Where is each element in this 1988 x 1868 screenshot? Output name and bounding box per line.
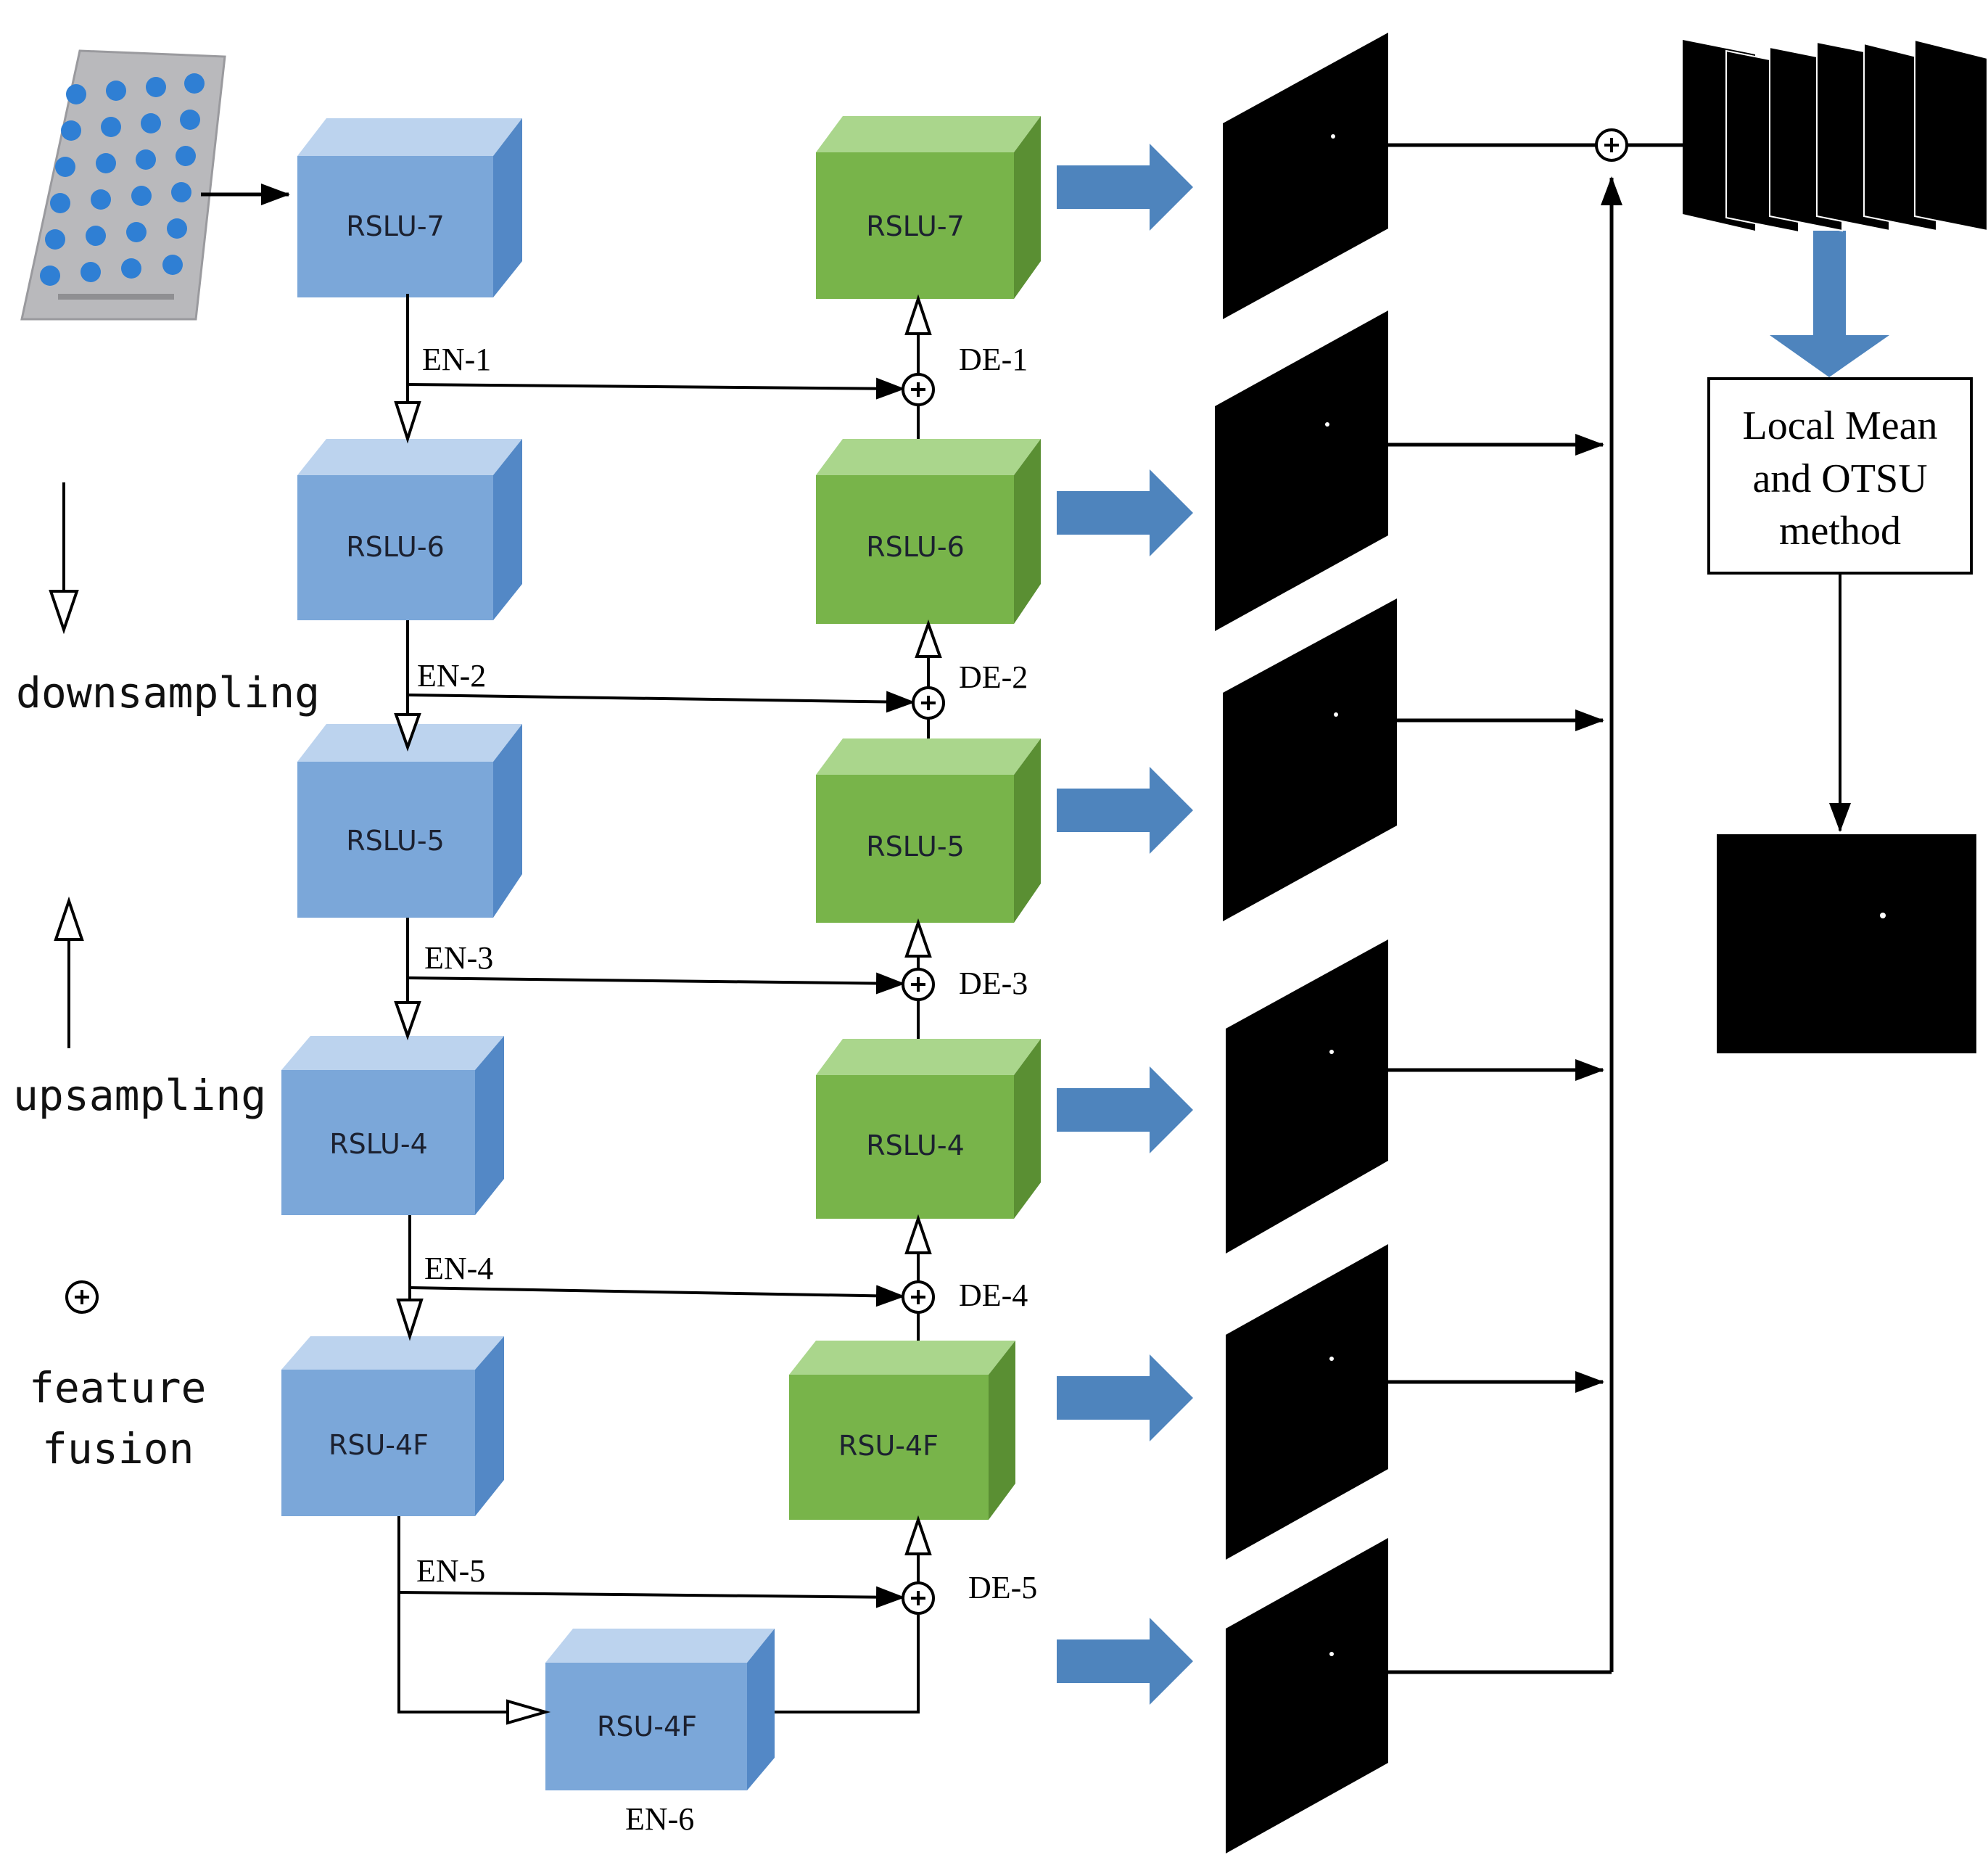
fusion-node-de5 [902,1581,935,1615]
up-arrow-5 [904,1515,932,1555]
skip-connections [398,377,920,1713]
fusion-node-de2 [912,686,945,720]
final-output [1717,834,1976,1053]
legend-downsampling: downsampling [16,668,320,717]
up-arrow-1 [904,294,932,335]
legend-upsampling: upsampling [13,1071,266,1120]
decoder-label-rslu7: RSLU-7 [866,210,965,242]
en3-label: EN-3 [424,940,493,976]
right-arrow-en6 [506,1699,551,1725]
encoder-label-en2: RSLU-6 [346,531,445,563]
encoder-block-en4: RSLU-4 [281,1036,504,1215]
encoder-block-en1: RSLU-7 [297,118,522,297]
fusion-node-final [1595,128,1628,162]
en2-label: EN-2 [417,658,486,694]
decoder-label-rslu6: RSLU-6 [866,531,965,563]
decoder-label-rslu4: RSLU-4 [866,1130,965,1161]
legend-up-arrow [54,896,84,941]
legend-down-arrow [49,590,79,635]
output-arrows [1057,144,1889,1705]
legend: downsampling upsampling feature fusion [13,482,320,1473]
encoder-label-en3: RSLU-5 [346,825,445,857]
legend-fusion-icon [65,1280,99,1314]
en6-label: EN-6 [625,1801,694,1837]
decoder-label-rsu4f: RSU-4F [838,1430,939,1462]
up-arrow-3 [904,918,932,958]
blue-arrow-4 [1057,1066,1193,1153]
postprocess-line1: Local Mean [1743,403,1938,448]
side-output-3 [1223,598,1397,921]
encoder-label-en6: RSU-4F [597,1711,697,1742]
side-output-2 [1215,310,1388,631]
side-output-4 [1226,939,1388,1254]
stacked-maps [1683,38,1988,234]
postprocess-line2: and OTSU [1752,456,1927,501]
encoder-block-en3: RSLU-5 [297,724,522,918]
en4-label: EN-4 [424,1251,493,1286]
blue-arrow-1 [1057,144,1193,231]
de4-label: DE-4 [959,1277,1028,1313]
up-arrow-4 [904,1214,932,1254]
encoder-label-en1: RSLU-7 [346,210,445,242]
decoder-block-rslu5: RSLU-5 [816,738,1041,923]
de2-label: DE-2 [959,659,1028,695]
side-output-6 [1226,1538,1388,1853]
blue-arrow-2 [1057,469,1193,556]
pill-dots [40,73,205,286]
fusion-node-de1 [902,373,935,406]
input-image [20,49,226,321]
encoder-block-en5: RSU-4F [281,1336,504,1516]
postprocess-line3: method [1779,509,1901,554]
encoder-block-en2: RSLU-6 [297,439,522,620]
down-arrow-4 [396,1299,424,1341]
encoder-block-en6: RSU-4F [545,1629,775,1790]
decoder-block-rslu7: RSLU-7 [816,116,1041,299]
postprocess-box: Local Mean and OTSU method [1707,377,1973,575]
encoder-label-en4: RSLU-4 [329,1128,428,1160]
decoder-block-rslu4: RSLU-4 [816,1039,1041,1219]
down-arrow-1 [394,401,421,444]
de5-label: DE-5 [968,1570,1037,1605]
decoder-block-rslu6: RSLU-6 [816,439,1041,624]
encoder-downsample-arrows [394,294,551,1725]
blue-arrow-5 [1057,1354,1193,1441]
fusion-nodes [902,373,945,1615]
blue-arrow-6 [1057,1618,1193,1705]
fusion-node-de4 [902,1280,935,1314]
side-output-1 [1223,33,1388,319]
de3-label: DE-3 [959,966,1028,1001]
legend-feature: feature [29,1363,206,1412]
legend-fusion: fusion [42,1424,194,1473]
decoder-upsample-arrows [904,294,942,1583]
blue-arrow-3 [1057,767,1193,854]
fusion-node-de3 [902,968,935,1001]
blue-arrow-down [1770,231,1889,377]
side-output-maps [1215,33,1397,1853]
de1-label: DE-1 [959,342,1028,377]
up-arrow-2 [915,620,942,658]
side-output-5 [1226,1244,1388,1560]
down-arrow-2 [394,713,421,752]
en5-label: EN-5 [416,1553,485,1589]
decoder-block-rsu4f: RSU-4F [789,1341,1015,1520]
collector-lines [1388,143,1683,1674]
decoder-label-rslu5: RSLU-5 [866,831,965,863]
down-arrow-3 [394,1001,421,1041]
en1-label: EN-1 [422,342,491,377]
encoder-label-en5: RSU-4F [329,1429,429,1461]
